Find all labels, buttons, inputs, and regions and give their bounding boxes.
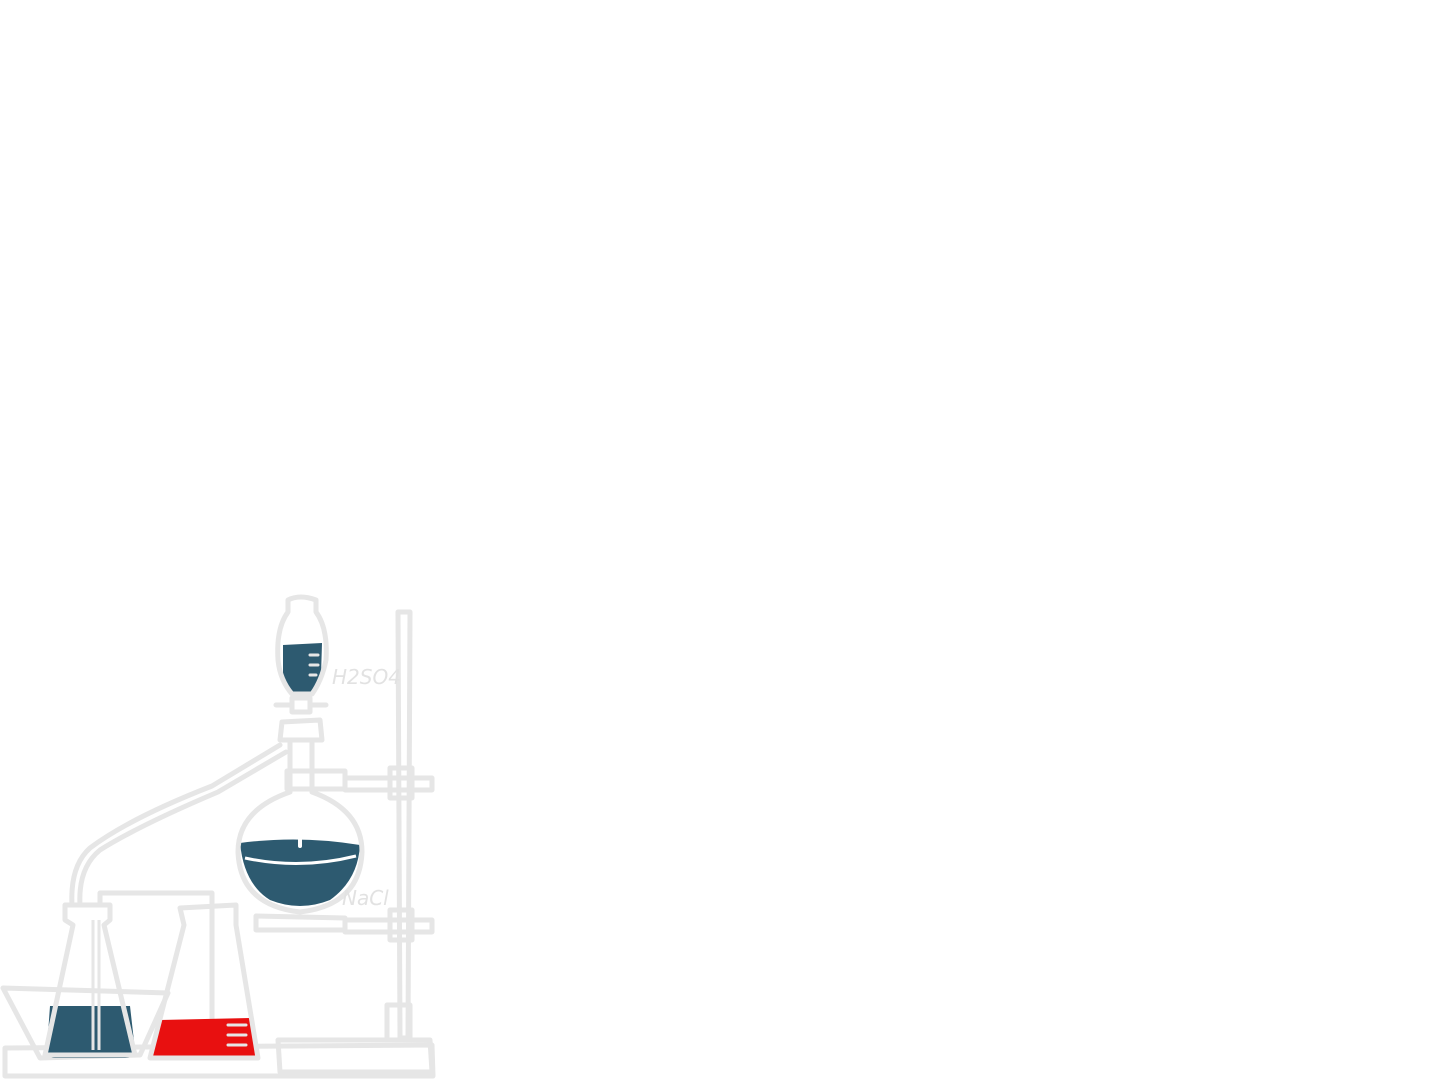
burner-bar — [253, 913, 348, 933]
conical-flask-red — [147, 902, 261, 1061]
round-bottom-flask: NaCl — [235, 717, 389, 915]
conical-flask-blue — [42, 890, 215, 1058]
h2so4-label: H2SO4 — [332, 665, 401, 689]
bench-base — [2, 1037, 436, 1079]
retort-stand — [342, 609, 435, 1043]
water-trough — [0, 985, 171, 1061]
delivery-tube — [77, 749, 289, 908]
dropping-funnel: H2SO4 — [273, 594, 401, 715]
nacl-label: NaCl — [342, 886, 389, 910]
